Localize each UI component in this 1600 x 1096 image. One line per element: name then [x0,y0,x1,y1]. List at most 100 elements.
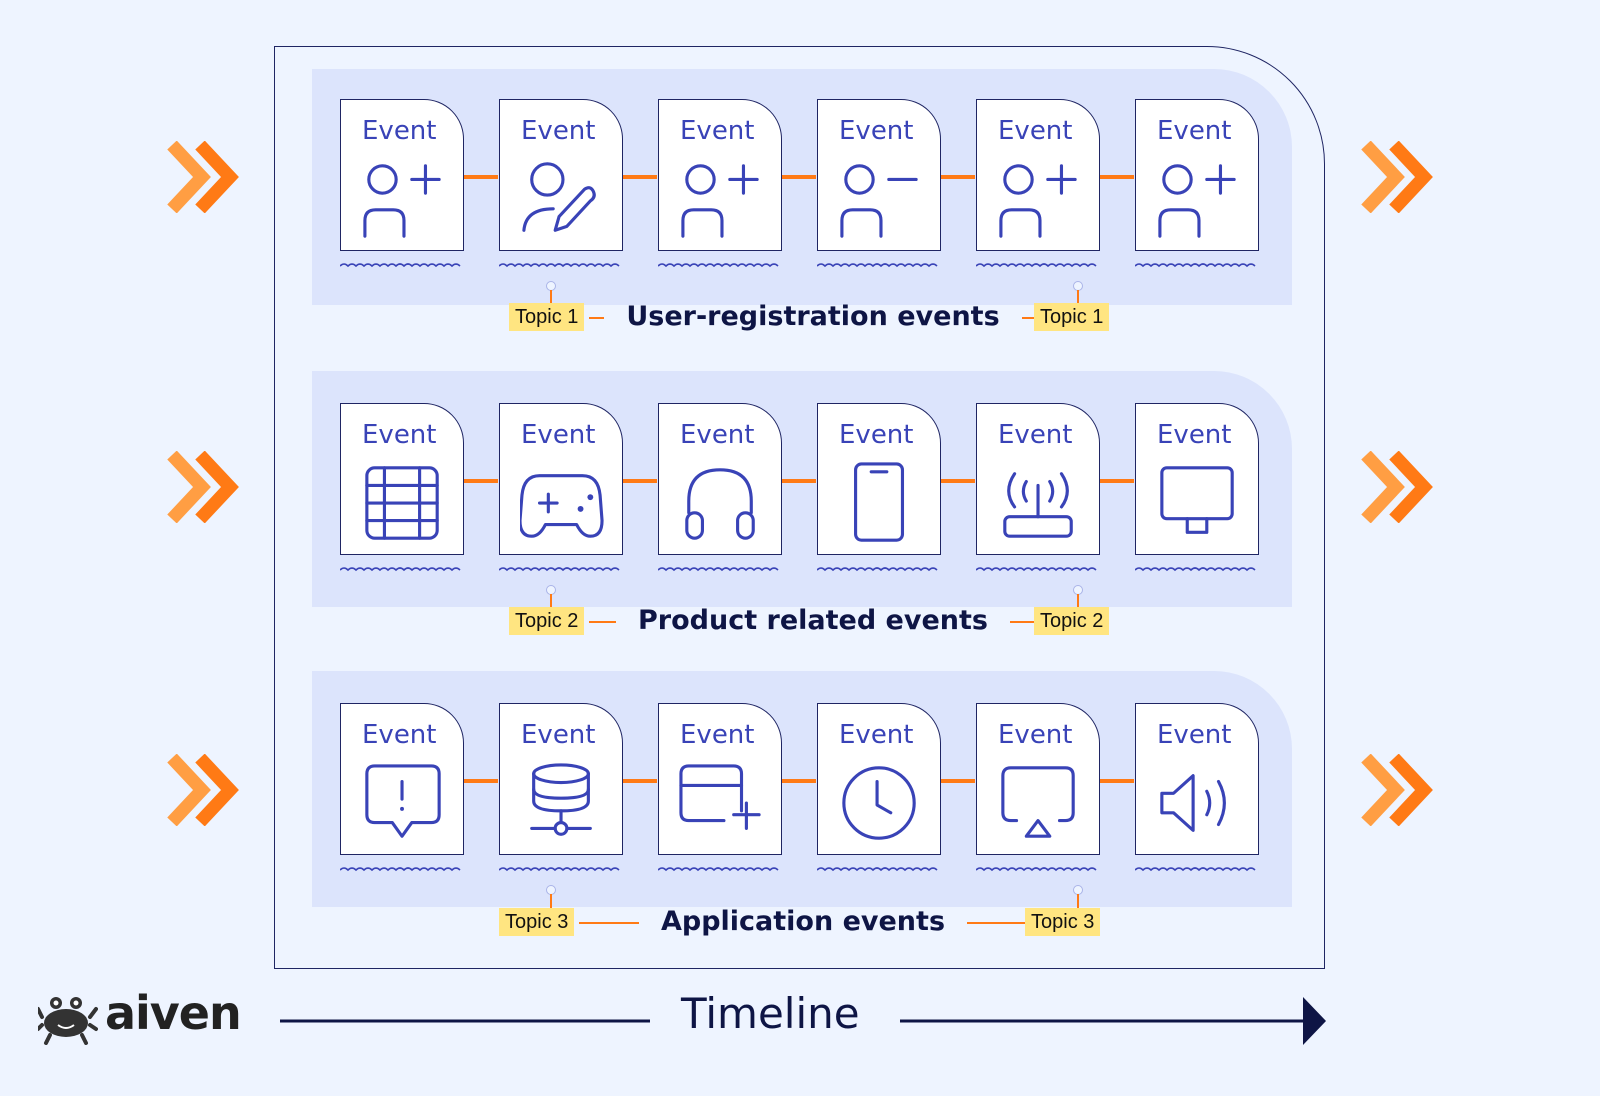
incoming-chevron-icon [167,451,239,523]
wave-decoration [1135,263,1256,268]
topic-pin [1077,894,1079,916]
outgoing-chevron-icon [1361,754,1433,826]
user-edit-icon [522,162,596,232]
event-card[interactable]: Event [499,403,623,555]
event-label: Event [362,420,437,450]
event-card[interactable]: Event [340,703,464,855]
title-line-right [1021,317,1034,319]
event-card[interactable]: Event [658,703,782,855]
event-label: Event [1157,116,1232,146]
event-connector [464,779,498,783]
event-card[interactable]: Event [976,703,1100,855]
event-card[interactable]: Event [1135,403,1259,555]
event-label: Event [839,720,914,750]
monitor-icon [1160,466,1234,534]
event-card[interactable]: Event [817,99,941,251]
topic-pin [550,290,552,312]
incoming-chevron-icon [167,754,239,826]
airplay-icon [1001,766,1075,838]
event-card[interactable]: Event [658,403,782,555]
brand-name: aiven [105,986,242,1040]
event-label: Event [521,420,596,450]
event-card[interactable]: Event [340,403,464,555]
event-connector [782,779,816,783]
outgoing-chevron-icon [1361,141,1433,213]
user-add-icon [999,164,1077,238]
clock-icon [842,766,916,840]
event-connector [464,175,498,179]
event-label: Event [362,116,437,146]
event-card[interactable]: Event [817,703,941,855]
event-label: Event [1157,720,1232,750]
title-line-left [589,317,605,319]
incoming-chevron-icon [167,141,239,213]
topic-pin [550,894,552,916]
row-title: Application events [660,906,946,937]
wave-decoration [976,263,1097,268]
router-icon [1003,472,1073,538]
event-connector [941,175,975,179]
event-label: Event [839,116,914,146]
wave-decoration [1135,867,1256,872]
topic-badge: Topic 3 [499,908,575,936]
event-connector [623,779,657,783]
event-label: Event [839,420,914,450]
wave-decoration [817,867,938,872]
topic-badge: Topic 1 [509,303,585,331]
database-icon [530,763,592,836]
wave-decoration [976,567,1097,572]
timeline-label: Timeline [681,989,860,1038]
title-line-left [589,621,616,623]
event-connector [782,479,816,483]
wave-decoration [658,867,779,872]
event-label: Event [680,720,755,750]
row-panel [312,671,1292,907]
film-icon [365,466,439,540]
wave-decoration [499,867,620,872]
event-card[interactable]: Event [499,703,623,855]
wave-decoration [499,567,620,572]
title-line-left [579,922,639,924]
phone-icon [854,462,905,542]
title-line-right [967,922,1025,924]
event-card[interactable]: Event [340,99,464,251]
event-card[interactable]: Event [1135,703,1259,855]
event-connector [623,175,657,179]
gamepad-icon [520,474,604,538]
wave-decoration [340,567,461,572]
row-title: Product related events [638,605,988,636]
event-label: Event [680,420,755,450]
event-card[interactable]: Event [976,99,1100,251]
event-card[interactable]: Event [658,99,782,251]
wave-decoration [1135,567,1256,572]
row-panel [312,69,1292,305]
event-card[interactable]: Event [817,403,941,555]
event-connector [1100,779,1134,783]
outgoing-chevron-icon [1361,451,1433,523]
event-connector [1100,479,1134,483]
topic-badge: Topic 3 [1025,908,1101,936]
topic-badge: Topic 2 [509,607,585,635]
event-label: Event [362,720,437,750]
wave-decoration [340,263,461,268]
crab-logo-icon [38,997,98,1045]
event-connector [941,779,975,783]
topic-pin [1077,290,1079,312]
event-label: Event [998,420,1073,450]
wave-decoration [817,567,938,572]
event-label: Event [1157,420,1232,450]
timeline-frame [274,46,1325,969]
row-title: User-registration events [626,301,1000,332]
wave-decoration [976,867,1097,872]
title-line-right [1010,621,1034,623]
event-card[interactable]: Event [499,99,623,251]
wave-decoration [817,263,938,268]
topic-badge: Topic 2 [1034,607,1110,635]
wave-decoration [658,567,779,572]
user-add-icon [363,164,441,238]
event-card[interactable]: Event [976,403,1100,555]
event-connector [1100,175,1134,179]
alert-message-icon [365,764,441,838]
topic-badge: Topic 1 [1034,303,1110,331]
event-card[interactable]: Event [1135,99,1259,251]
